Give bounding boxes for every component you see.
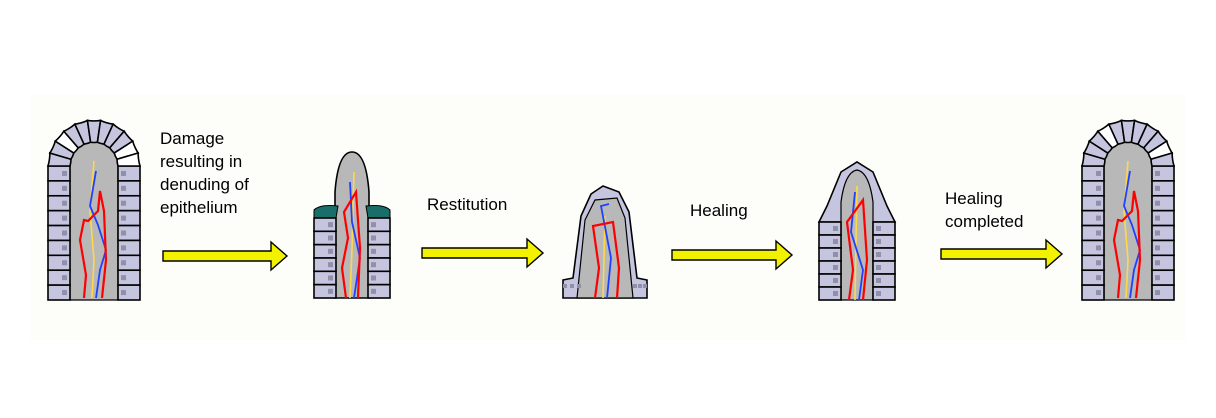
cell-nucleus [1155,216,1160,221]
arrow-shape [163,242,287,270]
cell-nucleus [328,276,333,281]
cell-nucleus [833,226,838,231]
cell-nucleus [371,236,376,241]
cell-nucleus [121,290,126,295]
cell-nucleus [1096,231,1101,236]
cell-nucleus [62,186,67,191]
cell-nucleus [371,249,376,254]
villus-healing [819,162,895,300]
cell-nucleus [638,284,642,288]
cell-nucleus [833,239,838,244]
cell-nucleus [62,260,67,265]
arrow-shape [422,239,543,267]
cell-nucleus [328,289,333,294]
cell-nucleus [1096,275,1101,280]
cell-nucleus [1155,290,1160,295]
cell-nucleus [563,284,567,288]
cell-nucleus [62,171,67,176]
cell-nucleus [1155,260,1160,265]
cell-nucleus [1096,171,1101,176]
villus-intact [48,120,140,300]
cell-nucleus [1096,216,1101,221]
cell-nucleus [121,245,126,250]
cell-nucleus [833,265,838,270]
cell-nucleus [328,236,333,241]
cell-nucleus [1096,201,1101,206]
step-label-healing: Healing [690,199,748,222]
arrow-healing-completed [941,240,1062,268]
cell-nucleus [62,290,67,295]
cell-nucleus [121,171,126,176]
mucus-cap [366,206,390,219]
cell-nucleus [371,262,376,267]
cell-nucleus [62,201,67,206]
cell-nucleus [876,265,881,270]
cell-nucleus [121,201,126,206]
cell-nucleus [62,245,67,250]
cell-nucleus [876,239,881,244]
cell-nucleus [1155,171,1160,176]
cell-nucleus [1096,260,1101,265]
cell-nucleus [876,252,881,257]
cell-nucleus [876,291,881,296]
cell-nucleus [1096,290,1101,295]
arrow-healing [672,241,792,269]
arrow-shape [672,241,792,269]
step-label-healing-completed: Healing completed [945,187,1023,233]
cell-nucleus [121,275,126,280]
cell-nucleus [876,278,881,283]
cell-nucleus [833,252,838,257]
cell-nucleus [121,186,126,191]
cell-nucleus [1155,245,1160,250]
cell-nucleus [62,231,67,236]
villus-healed [1082,120,1174,300]
step-label-damage: Damage resulting in denuding of epitheli… [160,127,249,219]
cell-nucleus [328,222,333,227]
cell-nucleus [371,276,376,281]
cell-nucleus [1155,201,1160,206]
cell-nucleus [328,262,333,267]
villus-damaged [314,152,390,298]
mucus-cap [314,206,338,219]
cell-nucleus [876,226,881,231]
cell-nucleus [1155,275,1160,280]
cell-nucleus [121,216,126,221]
cell-nucleus [1155,186,1160,191]
cell-nucleus [833,278,838,283]
cell-nucleus [371,289,376,294]
villus-restitution [563,186,647,298]
step-label-restitution: Restitution [427,193,507,216]
arrow-restitution [422,239,543,267]
cell-nucleus [371,222,376,227]
cell-nucleus [328,249,333,254]
cell-nucleus [121,260,126,265]
cell-nucleus [62,275,67,280]
cell-nucleus [1096,186,1101,191]
cell-nucleus [62,216,67,221]
cell-nucleus [633,284,637,288]
cell-nucleus [643,284,647,288]
cell-nucleus [570,284,574,288]
arrow-damage [163,242,287,270]
arrow-shape [941,240,1062,268]
cell-nucleus [1155,231,1160,236]
cell-nucleus [577,284,581,288]
cell-nucleus [121,231,126,236]
cell-nucleus [1096,245,1101,250]
cell-nucleus [833,291,838,296]
